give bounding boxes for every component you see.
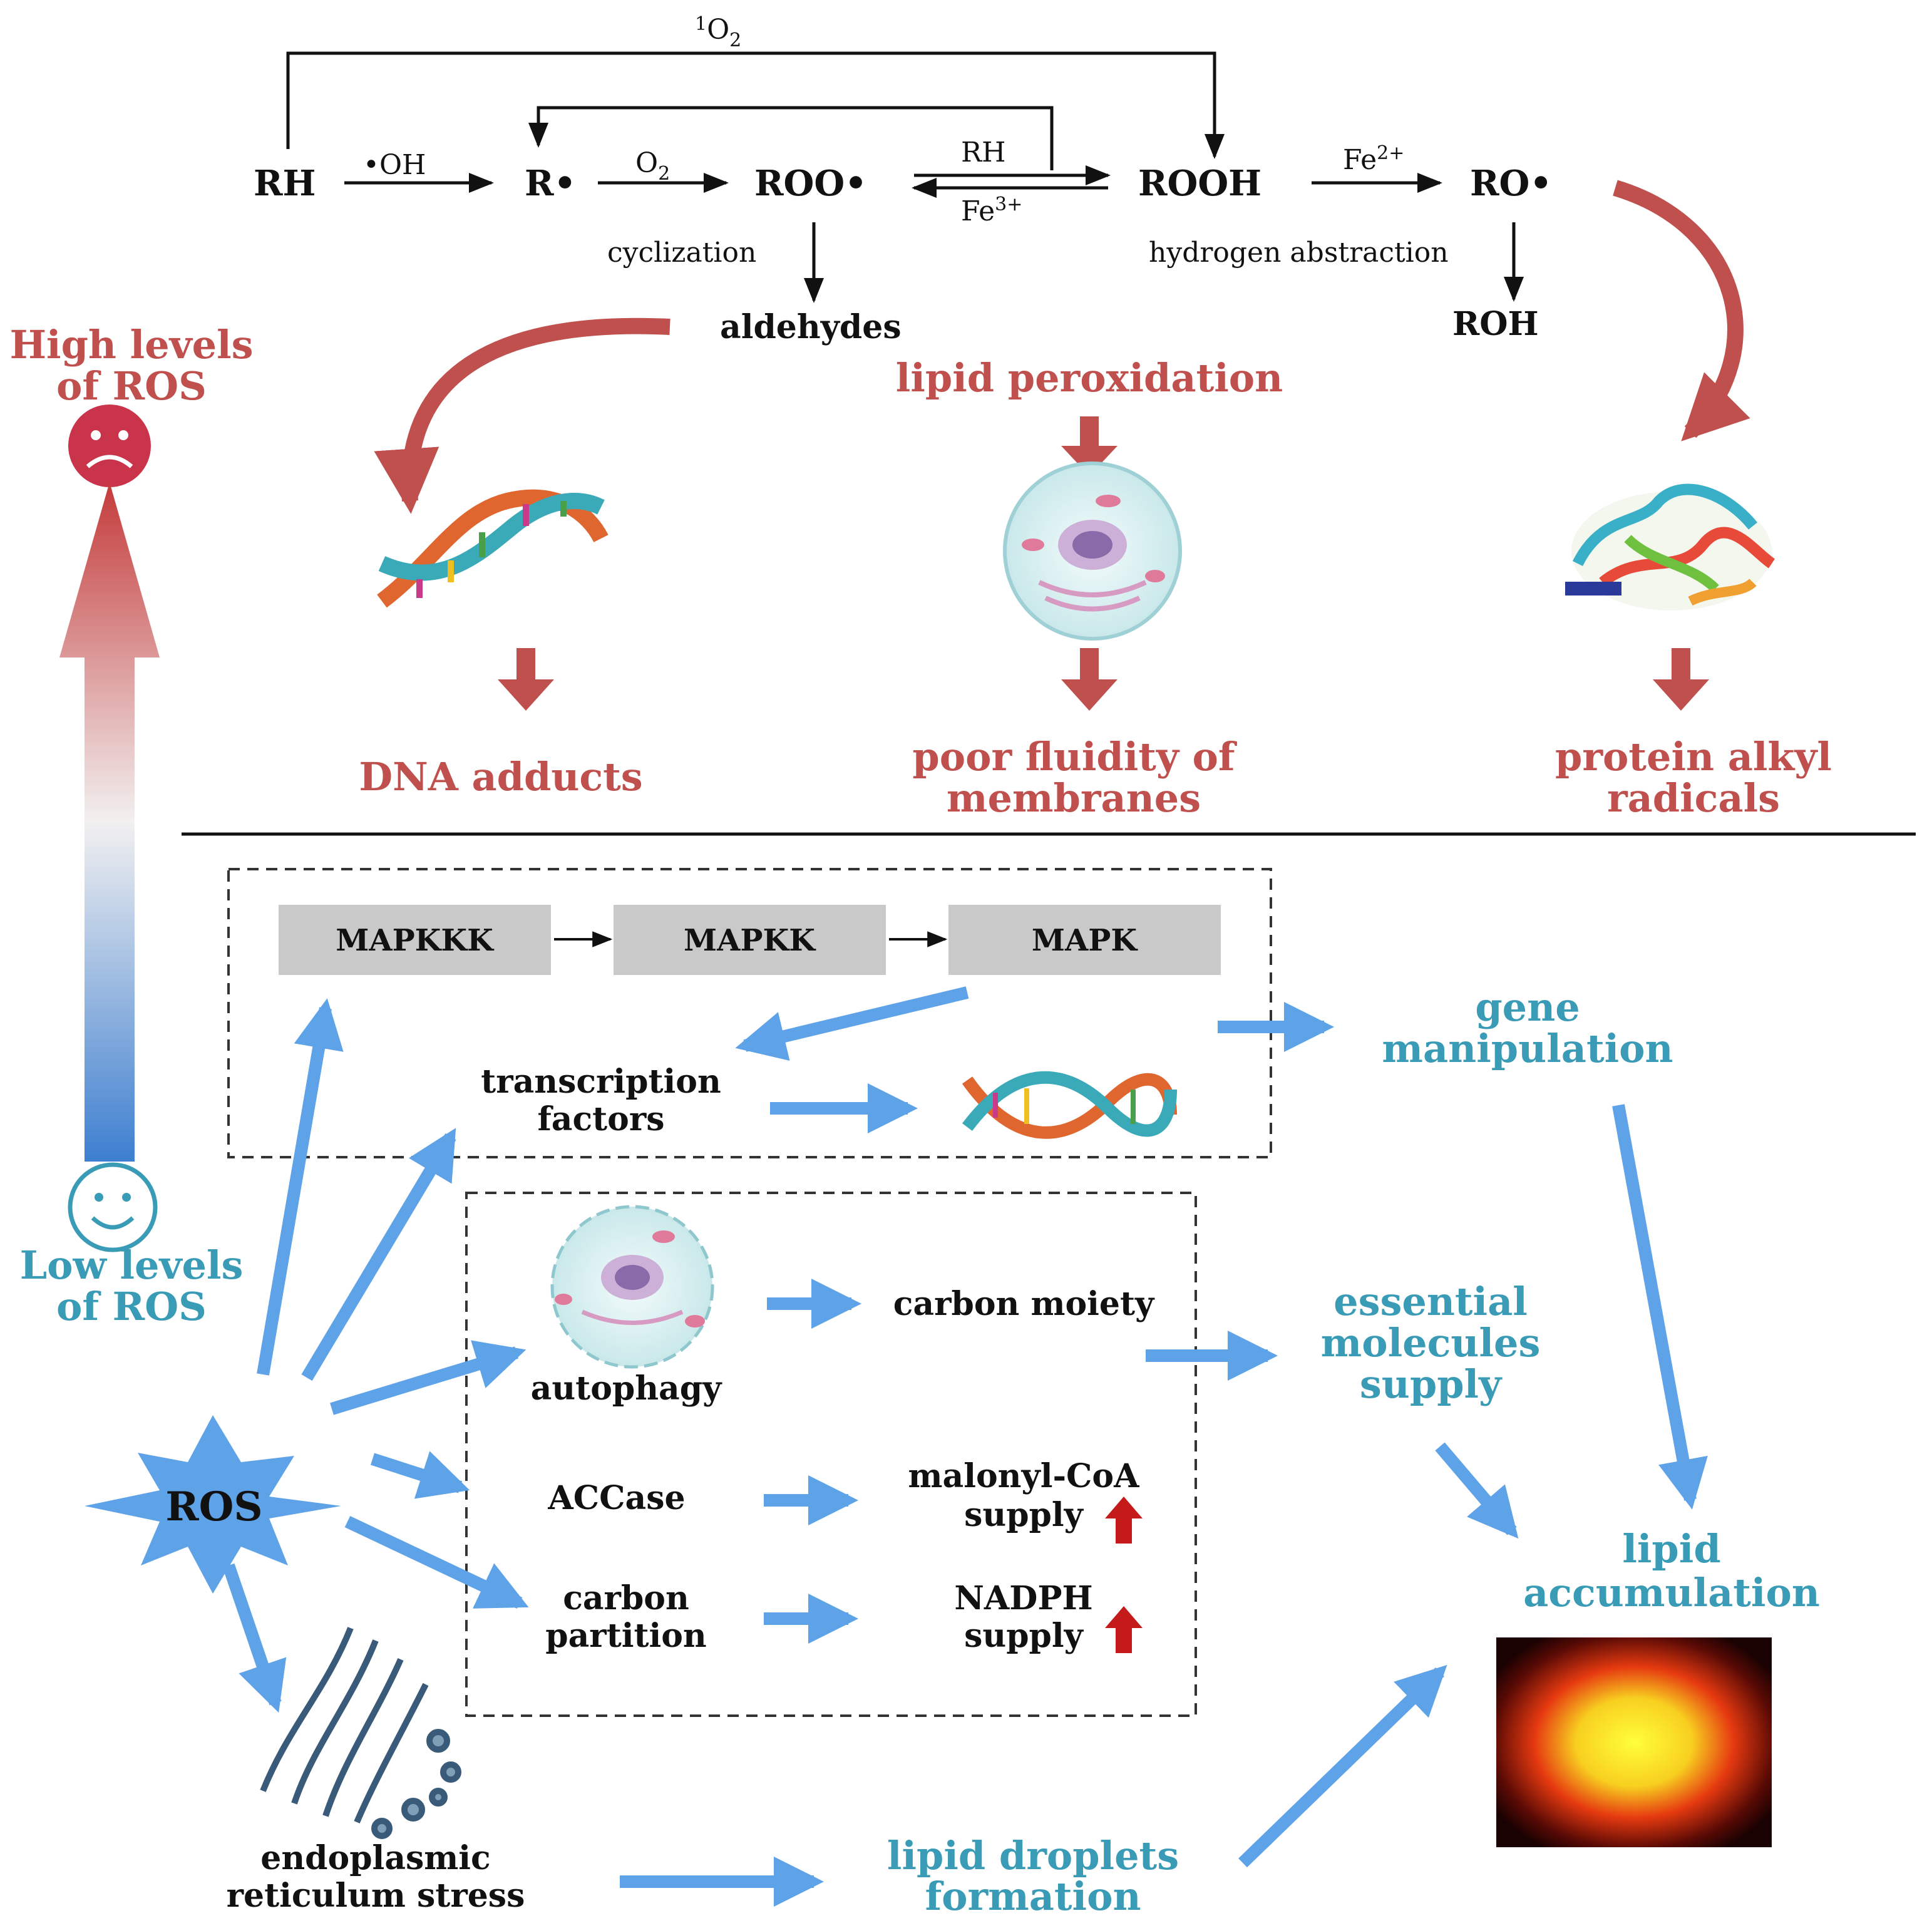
- lipid-fluorescence-image: [1496, 1637, 1772, 1847]
- carbon-partition-label-1: carbon: [563, 1579, 689, 1617]
- aldehydes-label: aldehydes: [720, 308, 902, 346]
- ros-gradient-arrow: [59, 482, 160, 1162]
- lipid-accumulation-label-2: accumulation: [1523, 1570, 1820, 1616]
- carbon-moiety-label: carbon moiety: [893, 1285, 1155, 1323]
- er-stress-label-1: endoplasmic: [260, 1839, 490, 1877]
- nadph-label-2: supply: [964, 1617, 1084, 1655]
- autophagy-cell-icon: [550, 1205, 714, 1369]
- carbon-partition-label-2: partition: [545, 1617, 707, 1655]
- arrow-ros-er: [222, 1563, 287, 1713]
- r-radical-label: R•: [525, 163, 576, 204]
- low-ros-label-1: Low levels: [20, 1242, 244, 1288]
- roo-radical-label: ROO•: [754, 163, 867, 204]
- rh-upper-label: RH: [961, 137, 1006, 168]
- arrow-down-cell: [1061, 648, 1118, 711]
- singlet-oxygen-path: [286, 51, 1225, 159]
- mapk-pathway-box: [227, 868, 1272, 1158]
- ros-level-scale: High levels of ROS Low levels of ROS: [9, 322, 253, 1329]
- dna-adducts-label: DNA adducts: [359, 754, 642, 800]
- lipid-droplets-label-2: formation: [925, 1874, 1141, 1919]
- cyclization-label: cyclization: [607, 237, 756, 269]
- mapkk-label: MAPKK: [684, 923, 816, 958]
- high-ros-label-1: High levels: [9, 322, 253, 368]
- arrow-ros-tf: [301, 1128, 456, 1381]
- essential-label-2: molecules: [1321, 1320, 1541, 1366]
- essential-label-1: essential: [1333, 1279, 1528, 1324]
- upper-effects: lipid peroxidation: [359, 180, 1832, 821]
- ro-radical-label: RO•: [1470, 163, 1552, 204]
- o2-label: O2: [635, 147, 670, 185]
- ros-label: ROS: [165, 1483, 262, 1530]
- lipid-peroxidation-label: lipid peroxidation: [896, 355, 1283, 401]
- malonyl-label-1: malonyl-CoA: [908, 1457, 1140, 1495]
- dna-small-icon: [962, 1071, 1177, 1139]
- mapkk-box: [614, 905, 886, 975]
- malonyl-label-2: supply: [964, 1496, 1084, 1534]
- dna-helix-icon: [377, 489, 609, 608]
- rooh-label: ROOH: [1138, 163, 1261, 204]
- reaction-scheme: 1O2 RH •OH R• O2 ROO• RH Fe3+ ROOH Fe2+ …: [254, 13, 1552, 346]
- arrow-down-peroxidation: [1061, 416, 1118, 476]
- arrow-gene-to-lipid: [1612, 1104, 1708, 1510]
- low-ros-label-2: of ROS: [56, 1284, 207, 1329]
- protein-alkyl-label-2: radicals: [1607, 775, 1780, 821]
- curved-arrow-ro-protein: [1613, 180, 1750, 441]
- arrow-mapk-tf: [735, 986, 969, 1061]
- arrow-ros-autophagy: [330, 1340, 527, 1415]
- poor-fluidity-label-1: poor fluidity of: [912, 734, 1237, 780]
- arrow-ros-mapkkk: [257, 998, 344, 1376]
- sad-face-icon: [68, 405, 151, 487]
- roh-label: ROH: [1452, 305, 1539, 343]
- cell-icon: [1003, 461, 1182, 641]
- mapk-box: [948, 905, 1221, 975]
- increase-arrow-icon-2: [1105, 1606, 1143, 1653]
- mapkkk-box: [279, 905, 551, 975]
- nadph-label-1: NADPH: [954, 1579, 1092, 1617]
- singlet-oxygen-label: 1O2: [695, 13, 741, 51]
- lipid-droplets-label-1: lipid droplets: [887, 1833, 1179, 1879]
- fe3-label: Fe3+: [961, 193, 1022, 227]
- mapk-label: MAPK: [1032, 923, 1138, 958]
- lipid-accumulation-label-1: lipid: [1622, 1526, 1720, 1572]
- ros-star-icon: [85, 1415, 341, 1594]
- oh-radical-label: •OH: [363, 149, 426, 181]
- arrow-droplets-lipid: [1238, 1664, 1447, 1868]
- protein-alkyl-label-1: protein alkyl: [1555, 734, 1832, 780]
- tf-label-2: factors: [537, 1100, 664, 1138]
- lower-section: MAPKKK MAPKK MAPK transcription factors …: [85, 868, 1820, 1919]
- endoplasmic-reticulum-icon: [260, 1627, 461, 1839]
- rh-label: RH: [254, 163, 316, 204]
- essential-label-3: supply: [1360, 1361, 1503, 1407]
- happy-face-icon: [68, 1162, 158, 1252]
- gene-manipulation-label-2: manipulation: [1382, 1026, 1673, 1071]
- arrow-ros-partition: [344, 1515, 529, 1609]
- mapkkk-label: MAPKKK: [336, 923, 495, 958]
- er-stress-label-2: reticulum stress: [227, 1877, 525, 1915]
- hydrogen-abstraction-label: hydrogen abstraction: [1149, 237, 1449, 269]
- feedback-path: [528, 106, 1054, 170]
- protein-structure-icon: [1565, 483, 1775, 611]
- poor-fluidity-label-2: membranes: [947, 775, 1201, 821]
- high-ros-label-2: of ROS: [56, 363, 207, 409]
- arrow-essential-to-lipid: [1435, 1442, 1519, 1539]
- autophagy-label: autophagy: [531, 1369, 722, 1408]
- accase-label: ACCase: [547, 1479, 685, 1517]
- arrow-down-dna: [498, 648, 554, 711]
- gene-manipulation-label-1: gene: [1475, 984, 1580, 1030]
- fe2-label: Fe2+: [1343, 142, 1404, 176]
- increase-arrow-icon: [1105, 1497, 1143, 1544]
- arrow-down-protein: [1653, 648, 1709, 711]
- tf-label-1: transcription: [481, 1063, 721, 1101]
- curved-arrow-aldehydes-dna: [374, 317, 671, 514]
- arrow-ros-accase: [370, 1451, 470, 1499]
